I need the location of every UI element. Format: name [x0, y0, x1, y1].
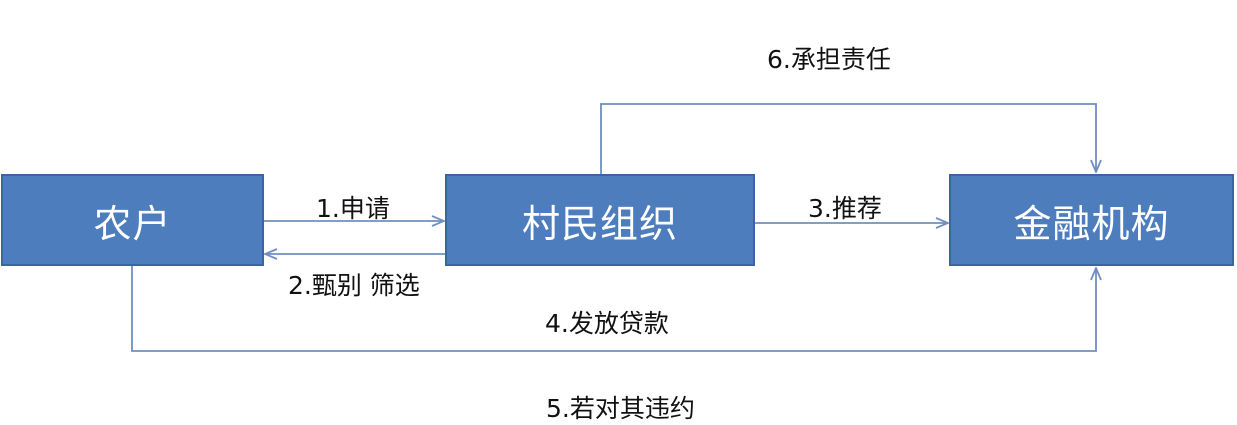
node-village-organization: 村民组织: [445, 174, 755, 266]
edge-liability: [600, 103, 1096, 174]
edge-label-recommend: 3.推荐: [808, 194, 882, 223]
node-farmer-label: 农户: [93, 201, 172, 246]
node-financial-institution-label: 金融机构: [1013, 201, 1170, 246]
edge-label-loan: 4.发放贷款: [545, 309, 669, 338]
node-farmer: 农户: [1, 174, 264, 266]
node-village-organization-label: 村民组织: [521, 201, 678, 246]
edge-label-default: 5.若对其违约: [546, 394, 695, 423]
node-financial-institution: 金融机构: [949, 174, 1234, 266]
edge-label-apply: 1.申请: [316, 194, 390, 223]
edge-label-liability: 6.承担责任: [767, 45, 891, 74]
edge-loan: [131, 266, 1096, 352]
edge-label-screen: 2.甄别 筛选: [288, 271, 420, 300]
